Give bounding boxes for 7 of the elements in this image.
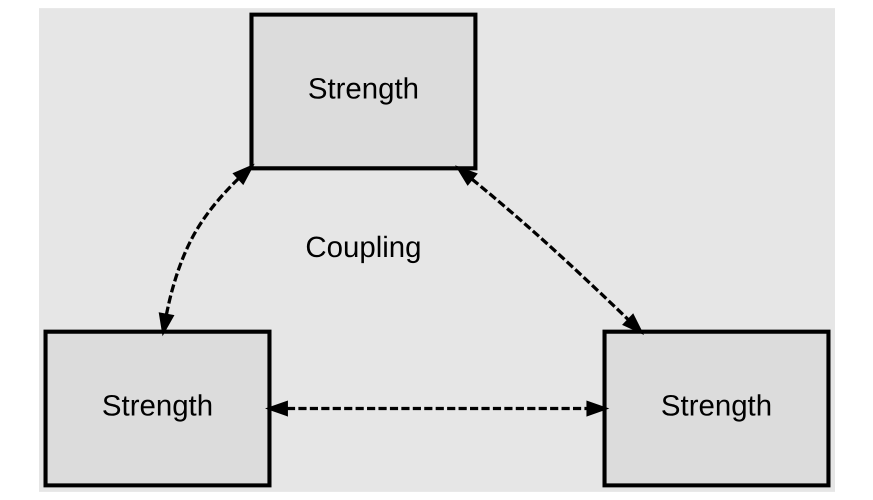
label: Coupling: [304, 231, 421, 264]
node-box: Strength: [43, 330, 271, 488]
arrow: [454, 165, 644, 335]
node-box: Strength: [602, 330, 830, 488]
arrow: [264, 400, 609, 417]
arrow: [158, 164, 254, 336]
node-box: Strength: [248, 12, 477, 170]
